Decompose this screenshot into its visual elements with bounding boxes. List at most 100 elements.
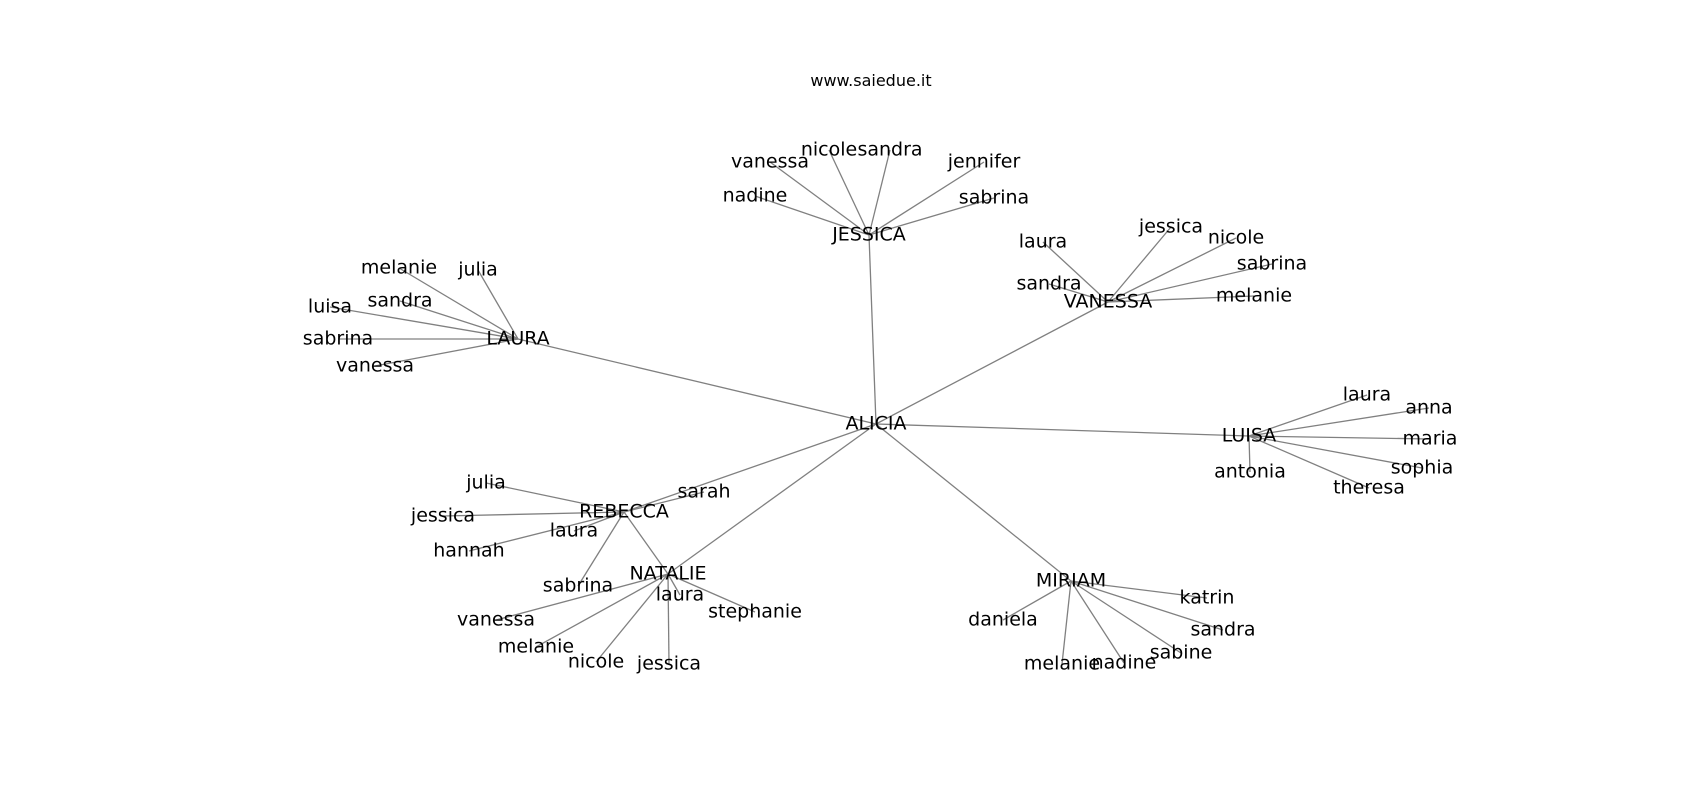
edge-luisa-antonia [1248, 435, 1251, 473]
edge-rebecca-hannah [468, 511, 625, 552]
leaf-node-label: vanessa [731, 151, 809, 173]
edge-jessica-vanessa [769, 161, 870, 236]
edge-laura-julia [477, 269, 519, 340]
hub-node-label: LUISA [1222, 425, 1277, 447]
edge-miriam-sabine [1070, 580, 1182, 654]
edge-root-vanessa [875, 301, 1109, 425]
leaf-node-label: sabrina [959, 187, 1029, 209]
leaf-node-label: nadine [1092, 652, 1157, 674]
hub-node-label: MIRIAM [1036, 570, 1106, 592]
edge-root-rebecca [623, 423, 877, 513]
edge-natalie-jessica [667, 573, 670, 665]
leaf-node-label: julia [465, 472, 506, 494]
leaf-node-label: melanie [1216, 285, 1292, 307]
edge-luisa-laura [1248, 394, 1368, 437]
edge-vanessa-nicole [1107, 237, 1237, 303]
leaf-node-label: sabrina [303, 328, 373, 350]
edge-natalie-melanie [535, 573, 669, 648]
leaf-node-label: theresa [1333, 477, 1405, 499]
edge-rebecca-natalie [623, 511, 669, 575]
edge-miriam-sandra [1070, 580, 1224, 631]
leaf-node-label: jessica [636, 653, 701, 675]
leaf-node-label: nadine [723, 185, 788, 207]
leaf-node-label: stephanie [708, 601, 802, 623]
leaf-node-label: jessica [410, 505, 475, 527]
hub-node-label: LAURA [486, 328, 549, 350]
leaf-node-label: sandra [367, 290, 432, 312]
edge-rebecca-sabrina [577, 511, 625, 587]
edge-miriam-daniela [1002, 580, 1072, 621]
leaf-node-label: jessica [1138, 216, 1203, 238]
edge-miriam-nadine [1070, 580, 1125, 664]
edge-root-luisa [875, 423, 1250, 437]
edge-luisa-anna [1248, 407, 1430, 437]
edge-vanessa-jessica [1107, 226, 1172, 303]
edge-natalie-vanessa [495, 573, 669, 621]
edge-vanessa-sabrina [1107, 263, 1273, 303]
leaf-node-label: sarah [677, 481, 730, 503]
leaf-node-label: vanessa [336, 355, 414, 377]
leaf-node-label: laura [656, 584, 704, 606]
leaf-node-label: daniela [968, 609, 1038, 631]
leaf-node-label: luisa [308, 296, 352, 318]
leaf-node-label: laura [1019, 231, 1067, 253]
edge-laura-luisa [329, 306, 519, 340]
leaf-node-label: maria [1403, 428, 1458, 450]
leaf-node-label: sabrina [543, 575, 613, 597]
leaf-node-label: melanie [1024, 653, 1100, 675]
root-node-label: ALICIA [845, 413, 906, 435]
edge-natalie-stephanie [667, 573, 756, 613]
edge-rebecca-julia [485, 482, 625, 513]
leaf-node-label: vanessa [457, 609, 535, 631]
leaf-node-label: nicole [1208, 227, 1264, 249]
edge-miriam-melanie [1061, 580, 1072, 665]
leaf-node-label: sabine [1150, 642, 1213, 664]
page-title: www.saiedue.it [810, 71, 932, 90]
leaf-node-label: sophia [1391, 457, 1454, 479]
leaf-node-label: julia [457, 259, 498, 281]
edge-laura-melanie [398, 267, 519, 340]
leaf-node-label: anna [1405, 397, 1452, 419]
edge-jessica-nadine [754, 195, 870, 236]
edge-root-miriam [875, 423, 1072, 582]
leaf-node-label: sandra [1190, 619, 1255, 641]
leaf-node-label: antonia [1214, 461, 1286, 483]
edge-jessica-jennifer [868, 161, 985, 236]
leaf-node-label: jennifer [947, 151, 1021, 173]
edge-luisa-sophia [1248, 435, 1423, 469]
leaf-node-label: nicole [568, 651, 624, 673]
leaf-node-label: laura [550, 520, 598, 542]
edge-luisa-theresa [1248, 435, 1370, 489]
leaf-node-label: hannah [433, 540, 504, 562]
edge-root-jessica [868, 234, 877, 425]
edge-luisa-maria [1248, 435, 1431, 440]
edge-root-natalie [667, 423, 877, 575]
edge-laura-vanessa [374, 338, 519, 367]
edge-natalie-laura [667, 573, 681, 596]
hub-node-label: NATALIE [629, 563, 706, 585]
leaf-node-label: melanie [361, 257, 437, 279]
edge-vanessa-sandra [1048, 283, 1109, 303]
leaf-node-label: melanie [498, 636, 574, 658]
leaf-node-label: sandra [857, 139, 922, 161]
edge-laura-sandra [399, 300, 519, 340]
edge-vanessa-laura [1042, 241, 1109, 303]
edge-natalie-nicole [595, 573, 669, 663]
hub-node-label: JESSICA [831, 224, 906, 246]
leaf-node-label: nicole [801, 139, 857, 161]
edge-vanessa-melanie [1107, 295, 1255, 303]
leaf-node-label: sabrina [1237, 253, 1307, 275]
edge-rebecca-sarah [623, 491, 705, 513]
edge-jessica-sabrina [868, 197, 995, 236]
hub-node-label: REBECCA [579, 501, 669, 523]
leaf-node-label: laura [1343, 384, 1391, 406]
edge-rebecca-jessica [442, 511, 625, 517]
leaf-node-label: katrin [1180, 587, 1235, 609]
edge-rebecca-laura [573, 511, 625, 532]
hub-node-label: VANESSA [1064, 291, 1152, 313]
leaf-node-label: sandra [1016, 273, 1081, 295]
edge-jessica-nicole [828, 149, 870, 236]
edge-miriam-katrin [1070, 580, 1208, 599]
edge-root-laura [517, 338, 877, 425]
